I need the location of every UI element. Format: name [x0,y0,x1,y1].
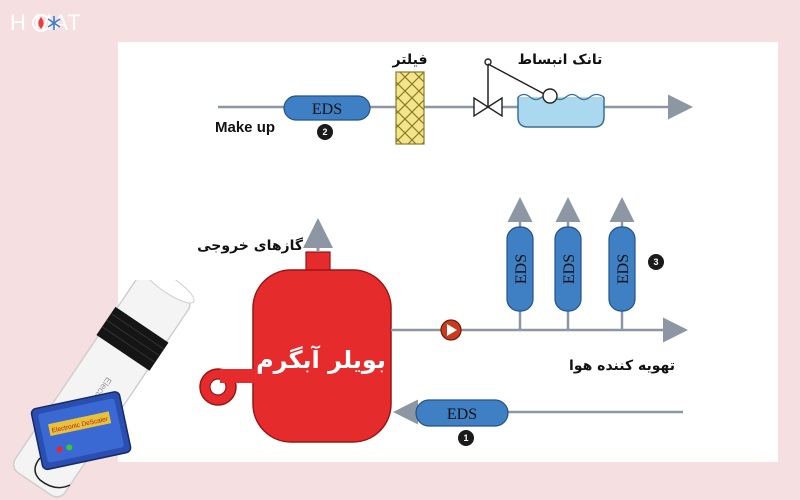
eds-unit-3c: EDS [609,202,635,330]
svg-text:EDS: EDS [615,254,632,284]
svg-text:EDS: EDS [513,254,530,284]
filter [396,72,424,144]
eds-unit-3a: EDS [507,202,533,330]
logo-text: H MAT [10,10,82,35]
brand-logo: H MAT [10,8,150,36]
expansion-tank-label: تانک انبساط [518,52,603,68]
filter-label: فیلتر [391,52,427,68]
svg-text:2: 2 [322,127,327,137]
svg-text:1: 1 [463,433,468,443]
svg-text:EDS: EDS [312,101,342,118]
eds-unit-3b: EDS [555,202,581,330]
svg-text:3: 3 [653,257,658,267]
eds-unit-1: EDS [416,400,508,426]
makeup-label: Make up [215,119,275,136]
descaler-device-image: Electronic DeScaler Electronic DeScaler [0,280,220,500]
badge-1: 1 [458,430,474,446]
badge-3: 3 [648,254,664,270]
svg-text:EDS: EDS [561,254,578,284]
expansion-tank [518,89,604,127]
pump-icon [441,320,461,340]
ventilation-label: تهویه کننده هوا [569,358,675,374]
badge-2: 2 [317,124,333,140]
boiler-label: بویلر آبگرم [256,345,386,374]
eds-unit-2: EDS [284,96,370,120]
controller-box: Electronic DeScaler [31,391,132,470]
exhaust-label: گازهای خروجی [197,237,304,254]
svg-text:EDS: EDS [447,406,477,423]
